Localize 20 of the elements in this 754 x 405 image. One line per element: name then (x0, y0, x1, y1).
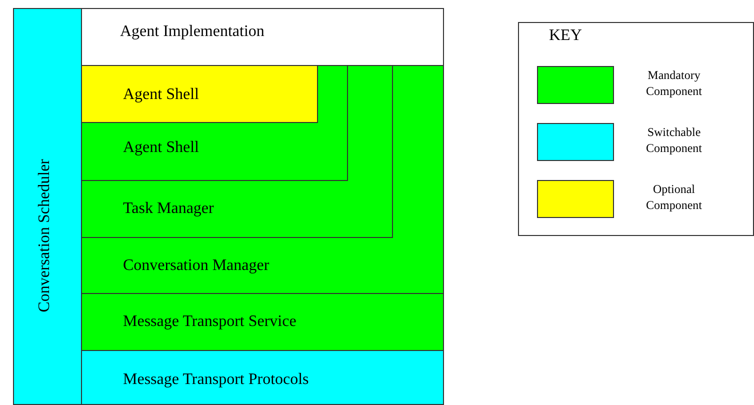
layer-box (81, 65, 444, 294)
legend-label: Optional Component (645, 181, 703, 213)
layer-label: Message Transport Service (123, 313, 296, 331)
layer-box (81, 8, 444, 66)
layer-label: Agent Shell (123, 86, 199, 104)
layer-box (81, 293, 444, 351)
layer-box (13, 8, 82, 405)
legend-label: Mandatory Component (645, 67, 703, 99)
layer-label: Task Manager (123, 200, 214, 218)
layer-box (81, 65, 318, 123)
layer-label: Message Transport Protocols (123, 371, 309, 389)
layer-label: Conversation Manager (123, 257, 270, 275)
layer-label: Conversation Scheduler (36, 159, 54, 312)
layer-label: Agent Shell (123, 139, 199, 157)
layer-box (81, 65, 348, 181)
layer-box (81, 65, 393, 238)
legend-title: KEY (549, 27, 582, 45)
layer-box (81, 350, 444, 405)
layer-label: Agent Implementation (120, 23, 264, 41)
legend-label: Switchable Component (645, 124, 703, 156)
